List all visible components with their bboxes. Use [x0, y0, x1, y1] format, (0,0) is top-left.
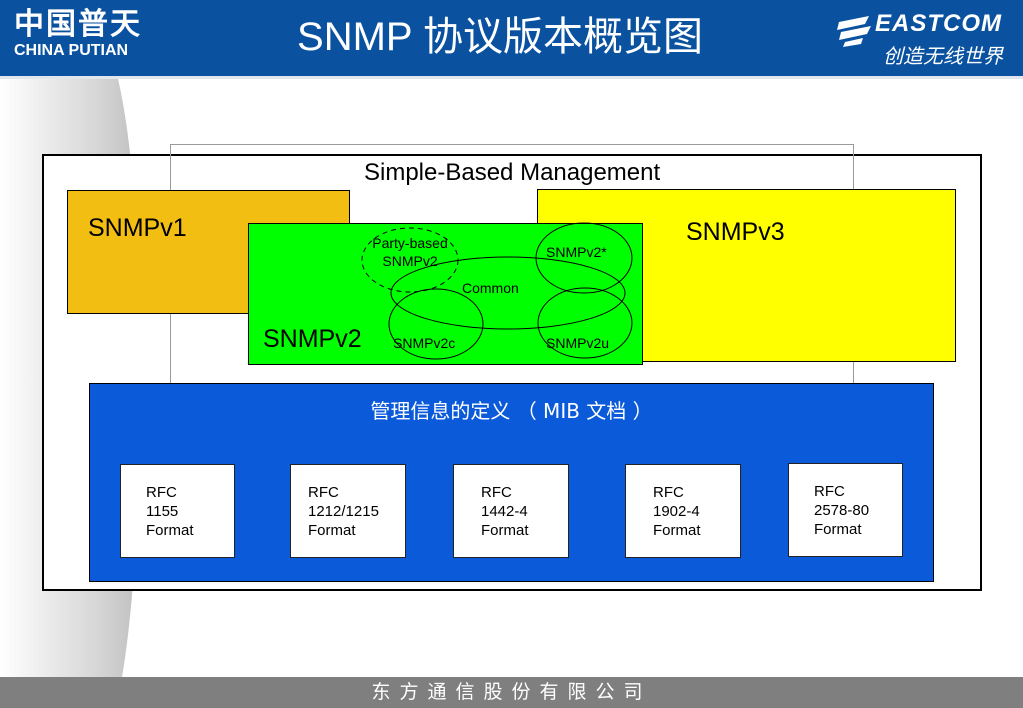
mib-title: 管理信息的定义 （ MIB 文档 ） [370, 399, 653, 423]
logo-right-brand: EASTCOM [875, 10, 1002, 37]
rfc-line: RFC [481, 484, 512, 501]
rfc-number: 1902-4 [653, 503, 700, 520]
rfc-line: RFC [308, 484, 339, 501]
party-based-label: Party-based SNMPv2 [350, 234, 470, 270]
party-label-line1: Party-based [372, 235, 448, 251]
snmpv2-label: SNMPv2 [263, 325, 362, 353]
rfc-format: Format [653, 522, 701, 539]
common-label: Common [462, 280, 519, 296]
rfc-box-2578: RFC 2578-80 Format [788, 463, 903, 557]
rfc-number: 1155 [146, 503, 179, 520]
china-putian-logo: 中国普天 CHINA PUTIAN [14, 8, 149, 68]
rfc-format: Format [308, 522, 356, 539]
frame-label: Simple-Based Management [364, 159, 661, 186]
eastcom-logo: EASTCOM 创造无线世界 [835, 10, 1013, 70]
rfc-format: Format [146, 522, 194, 539]
snmpv1-label: SNMPv1 [88, 214, 187, 242]
rfc-box-1902: RFC 1902-4 Format [625, 464, 741, 558]
rfc-format: Format [814, 521, 862, 538]
snmpv2star-label: SNMPv2* [546, 244, 607, 260]
rfc-format: Format [481, 522, 529, 539]
rfc-box-1155: RFC 1155 Format [120, 464, 235, 558]
snmpv2u-label: SNMPv2u [546, 335, 610, 351]
party-label-line2: SNMPv2 [382, 253, 438, 269]
eastcom-emblem-icon [837, 16, 871, 47]
rfc-box-1212: RFC 1212/1215 Format [290, 464, 406, 558]
footer-company: 东方通信股份有限公司 [0, 677, 1023, 708]
logo-left-en: CHINA PUTIAN [14, 42, 129, 59]
rfc-box-1442: RFC 1442-4 Format [453, 464, 569, 558]
rfc-number: 1442-4 [481, 503, 528, 520]
logo-left-cn: 中国普天 [14, 7, 142, 42]
snmpv3-label: SNMPv3 [686, 218, 785, 246]
rfc-number: 1212/1215 [308, 503, 379, 520]
header-bar [0, 0, 1023, 76]
rfc-line: RFC [146, 484, 177, 501]
header-divider [0, 76, 1023, 79]
page-title: SNMP 协议版本概览图 [297, 15, 703, 59]
rfc-line: RFC [653, 484, 684, 501]
rfc-line: RFC [814, 483, 845, 500]
logo-right-slogan: 创造无线世界 [883, 44, 1003, 68]
rfc-number: 2578-80 [814, 502, 870, 519]
snmpv2c-label: SNMPv2c [393, 335, 456, 351]
